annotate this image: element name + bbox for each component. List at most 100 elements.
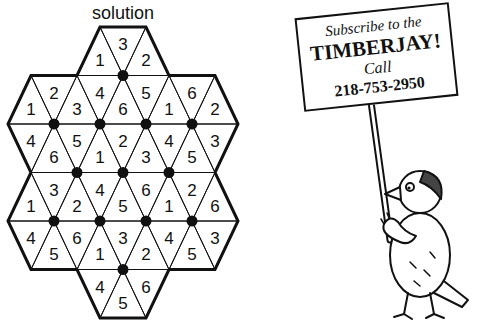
hexagon-center-dot xyxy=(95,216,106,227)
cell-number: 5 xyxy=(187,149,196,166)
cell-number: 3 xyxy=(141,149,150,166)
triangle-cell xyxy=(169,76,215,125)
triangle-cell xyxy=(100,221,146,270)
cell-number: 2 xyxy=(187,181,196,198)
triangle-cell xyxy=(192,173,238,222)
cell-number: 4 xyxy=(164,133,173,150)
cell-number: 4 xyxy=(26,230,35,247)
jay-illustration xyxy=(368,80,468,319)
cell-number: 2 xyxy=(141,52,150,69)
triangle-cell xyxy=(100,173,146,222)
triangle-cell xyxy=(169,124,215,173)
triangle-cell xyxy=(8,221,54,270)
hexagon-center-dot xyxy=(141,119,152,130)
cell-number: 1 xyxy=(95,149,104,166)
triangle-cell xyxy=(31,76,77,125)
cell-number: 3 xyxy=(118,230,127,247)
triangle-cell xyxy=(8,173,54,222)
cell-number: 4 xyxy=(164,230,173,247)
cell-number: 1 xyxy=(164,100,173,117)
cell-number: 2 xyxy=(49,84,58,101)
jay-cap xyxy=(420,171,442,199)
triangle-cell xyxy=(77,173,123,222)
cell-number: 1 xyxy=(95,246,104,263)
triangle-cell xyxy=(8,124,54,173)
cell-number: 1 xyxy=(26,100,35,117)
triangle-cell xyxy=(100,124,146,173)
cell-number: 5 xyxy=(118,197,127,214)
hexagon-center-dot xyxy=(141,216,152,227)
cell-number: 1 xyxy=(95,52,104,69)
cell-number: 1 xyxy=(164,197,173,214)
cell-number: 3 xyxy=(49,181,58,198)
triangle-cell xyxy=(77,270,123,319)
triangle-cell xyxy=(100,27,146,76)
triangle-cell xyxy=(77,124,123,173)
hexagon-center-dot xyxy=(118,167,129,178)
cell-number: 4 xyxy=(95,84,104,101)
cell-number: 4 xyxy=(95,278,104,295)
cell-number: 2 xyxy=(141,246,150,263)
triangle-cell xyxy=(77,27,123,76)
hexagon-center-dot xyxy=(187,119,198,130)
cell-number: 2 xyxy=(72,197,81,214)
subscription-sign: Subscribe to theTIMBERJAY!Call218-753-29… xyxy=(294,2,458,112)
hexagon-center-dot xyxy=(49,119,60,130)
hexagon-center-dot xyxy=(49,216,60,227)
triangle-cell xyxy=(8,76,54,125)
cell-number: 6 xyxy=(141,278,150,295)
cell-number: 5 xyxy=(187,246,196,263)
triangle-cell xyxy=(31,221,77,270)
triangle-cell xyxy=(169,173,215,222)
triangle-cell xyxy=(100,76,146,125)
cell-number: 6 xyxy=(141,181,150,198)
triangle-cell xyxy=(146,221,192,270)
triangle-cell xyxy=(123,221,169,270)
cell-number: 4 xyxy=(26,133,35,150)
jay-wing xyxy=(383,218,416,243)
hexagon-center-dot xyxy=(164,167,175,178)
triangle-cell xyxy=(123,27,169,76)
triangle-cell xyxy=(123,270,169,319)
cell-number: 1 xyxy=(26,197,35,214)
triangle-cell xyxy=(31,124,77,173)
triangle-cell xyxy=(54,221,100,270)
cell-number: 5 xyxy=(49,246,58,263)
hexagon-center-dot xyxy=(118,264,129,275)
cell-number: 4 xyxy=(95,181,104,198)
cell-number: 3 xyxy=(210,230,219,247)
jay-eye xyxy=(406,183,414,191)
jay-legs xyxy=(404,293,434,314)
hexagon-center-dot xyxy=(95,119,106,130)
cell-number: 6 xyxy=(118,100,127,117)
triangle-cell xyxy=(192,76,238,125)
triangle-cell xyxy=(123,76,169,125)
jay-beak xyxy=(385,187,401,200)
triangle-cell xyxy=(192,221,238,270)
cell-number: 6 xyxy=(210,197,219,214)
cell-number: 5 xyxy=(118,294,127,311)
hexagon-outline xyxy=(8,27,238,318)
jay-fingers xyxy=(381,213,389,224)
hexagon-center-dot xyxy=(187,216,198,227)
triangle-cell xyxy=(146,124,192,173)
cell-number: 6 xyxy=(187,84,196,101)
triangle-cell xyxy=(123,173,169,222)
jay-feathers xyxy=(410,252,435,286)
triangle-cell xyxy=(146,76,192,125)
cell-number: 6 xyxy=(72,230,81,247)
cell-number: 3 xyxy=(72,100,81,117)
triangle-cell xyxy=(31,173,77,222)
cell-number: 3 xyxy=(210,133,219,150)
cell-number: 3 xyxy=(118,36,127,53)
cell-number: 2 xyxy=(210,100,219,117)
cell-number: 5 xyxy=(72,133,81,150)
jay-head xyxy=(399,171,441,213)
hexagon-center-dot xyxy=(72,167,83,178)
triangle-cell xyxy=(54,124,100,173)
triangle-cell xyxy=(146,173,192,222)
puzzle-grid xyxy=(8,27,238,318)
hexagon-center-dot xyxy=(118,70,129,81)
triangle-cell xyxy=(100,270,146,319)
jay-pupil xyxy=(407,186,410,189)
